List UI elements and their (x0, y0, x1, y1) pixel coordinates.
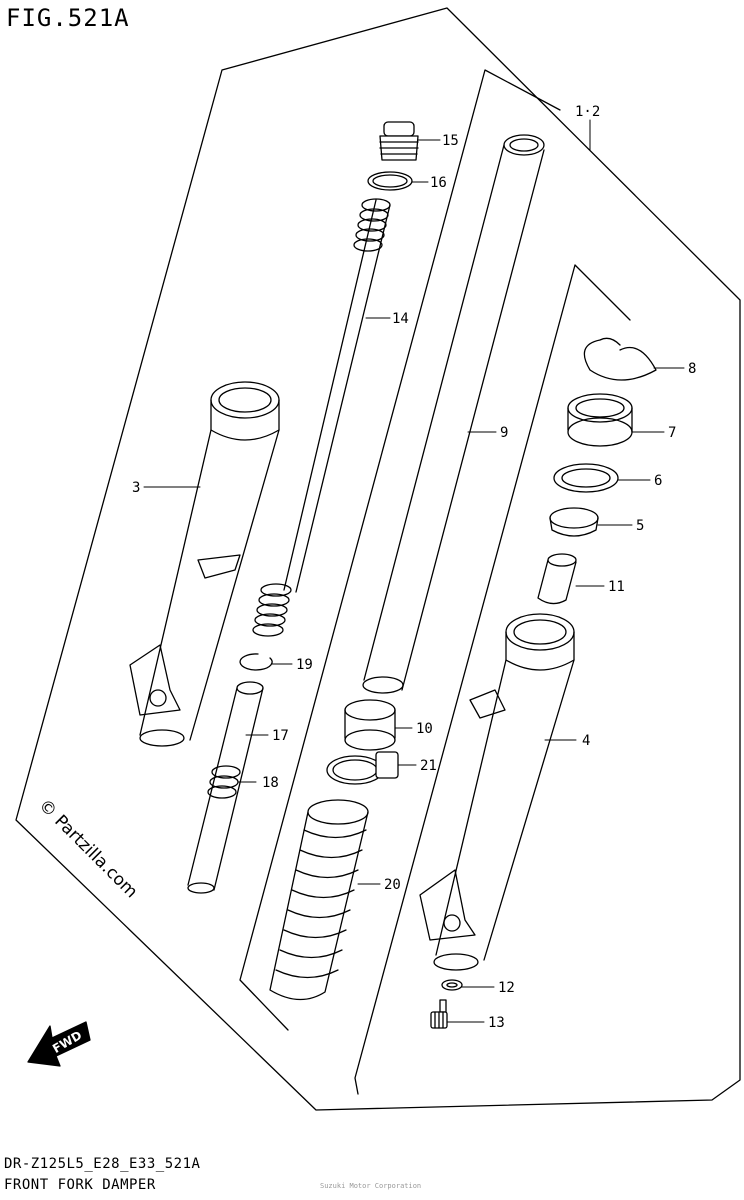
footer-model-code: DR-Z125L5_E28_E33_521A (4, 1156, 201, 1172)
callout-labels: 15 16 1·2 14 8 9 7 3 6 5 11 19 10 4 17 2… (132, 104, 696, 1031)
part-8-retaining-clip[interactable] (583, 337, 657, 381)
callout-20[interactable]: 20 (384, 877, 401, 893)
callout-5[interactable]: 5 (636, 518, 644, 534)
footer-figure-name: FRONT FORK DAMPER (4, 1177, 156, 1193)
fwd-arrow-icon: FWD (27, 1021, 91, 1067)
part-3-outer-tube-left[interactable] (129, 381, 280, 747)
callout-11[interactable]: 11 (608, 579, 625, 595)
callout-19[interactable]: 19 (296, 657, 313, 673)
inner-frame-left (239, 69, 561, 1031)
figure-title: FIG.521A (6, 4, 130, 32)
callout-10[interactable]: 10 (416, 721, 433, 737)
callout-16[interactable]: 16 (430, 175, 447, 191)
part-21-boot-clamp[interactable] (326, 751, 399, 785)
partzilla-watermark: © Partzilla.com (34, 795, 141, 902)
part-18-rebound-spring[interactable] (207, 765, 241, 799)
callout-6[interactable]: 6 (654, 473, 662, 489)
footer-small-text: Suzuki Motor Corporation (320, 1182, 422, 1190)
part-17-damper-rod[interactable] (187, 681, 264, 894)
part-4-outer-tube-right[interactable] (419, 613, 575, 971)
callout-15[interactable]: 15 (442, 133, 459, 149)
callout-12[interactable]: 12 (498, 980, 515, 996)
part-15-cap-bolt[interactable] (379, 121, 419, 161)
part-5-guide-bushing[interactable] (549, 507, 599, 537)
part-14-fork-spring[interactable] (252, 198, 391, 637)
part-9-inner-tube[interactable] (362, 134, 545, 694)
inner-frame-right (354, 264, 631, 1095)
part-11-oil-lock-piece[interactable] (537, 553, 577, 605)
outer-frame (15, 7, 741, 1111)
callout-4[interactable]: 4 (582, 733, 590, 749)
callout-14[interactable]: 14 (392, 311, 409, 327)
callout-17[interactable]: 17 (272, 728, 289, 744)
callout-13[interactable]: 13 (488, 1015, 505, 1031)
part-13-damper-bolt[interactable] (430, 999, 448, 1029)
callout-7[interactable]: 7 (668, 425, 676, 441)
part-12-gasket[interactable] (441, 979, 463, 991)
part-16-o-ring[interactable] (367, 171, 413, 191)
callout-18[interactable]: 18 (262, 775, 279, 791)
part-10-slide-bushing[interactable] (344, 699, 396, 751)
callout-3[interactable]: 3 (132, 480, 140, 496)
callout-21[interactable]: 21 (420, 758, 437, 774)
callout-9[interactable]: 9 (500, 425, 508, 441)
part-20-fork-boot[interactable] (269, 799, 369, 1001)
part-6-seal-washer[interactable] (553, 463, 619, 493)
callout-leaders (143, 119, 685, 1023)
callout-8[interactable]: 8 (688, 361, 696, 377)
part-19-circlip[interactable] (239, 653, 273, 671)
part-7-oil-seal[interactable] (567, 393, 633, 447)
callout-1-2[interactable]: 1·2 (575, 104, 600, 120)
